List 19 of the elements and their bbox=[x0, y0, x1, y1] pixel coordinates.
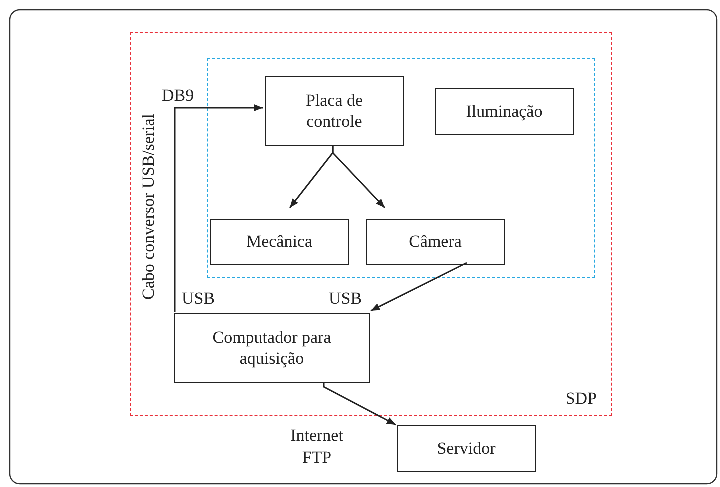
system-boundary bbox=[130, 32, 612, 416]
process-box bbox=[366, 219, 505, 265]
process-box bbox=[174, 313, 370, 383]
connector-label: USB bbox=[182, 289, 216, 309]
connector-label: DB9 bbox=[162, 86, 194, 106]
node-text: Câmera bbox=[409, 231, 462, 253]
node-text: Computador para aquisição bbox=[212, 326, 332, 370]
connector-label: Cabo conversor USB/serial bbox=[139, 114, 159, 300]
node-text: Mecânica bbox=[246, 231, 313, 253]
node-text: Placa de controle bbox=[304, 90, 364, 132]
connector-label: USB bbox=[329, 289, 362, 309]
process-box bbox=[397, 425, 536, 472]
node-text: SDP bbox=[566, 389, 597, 409]
node-text: Servidor bbox=[437, 438, 496, 460]
process-box bbox=[265, 76, 404, 146]
process-box bbox=[435, 88, 574, 135]
process-box bbox=[210, 219, 349, 265]
subsystem-boundary bbox=[207, 58, 595, 278]
node-text: Iluminação bbox=[466, 100, 543, 122]
